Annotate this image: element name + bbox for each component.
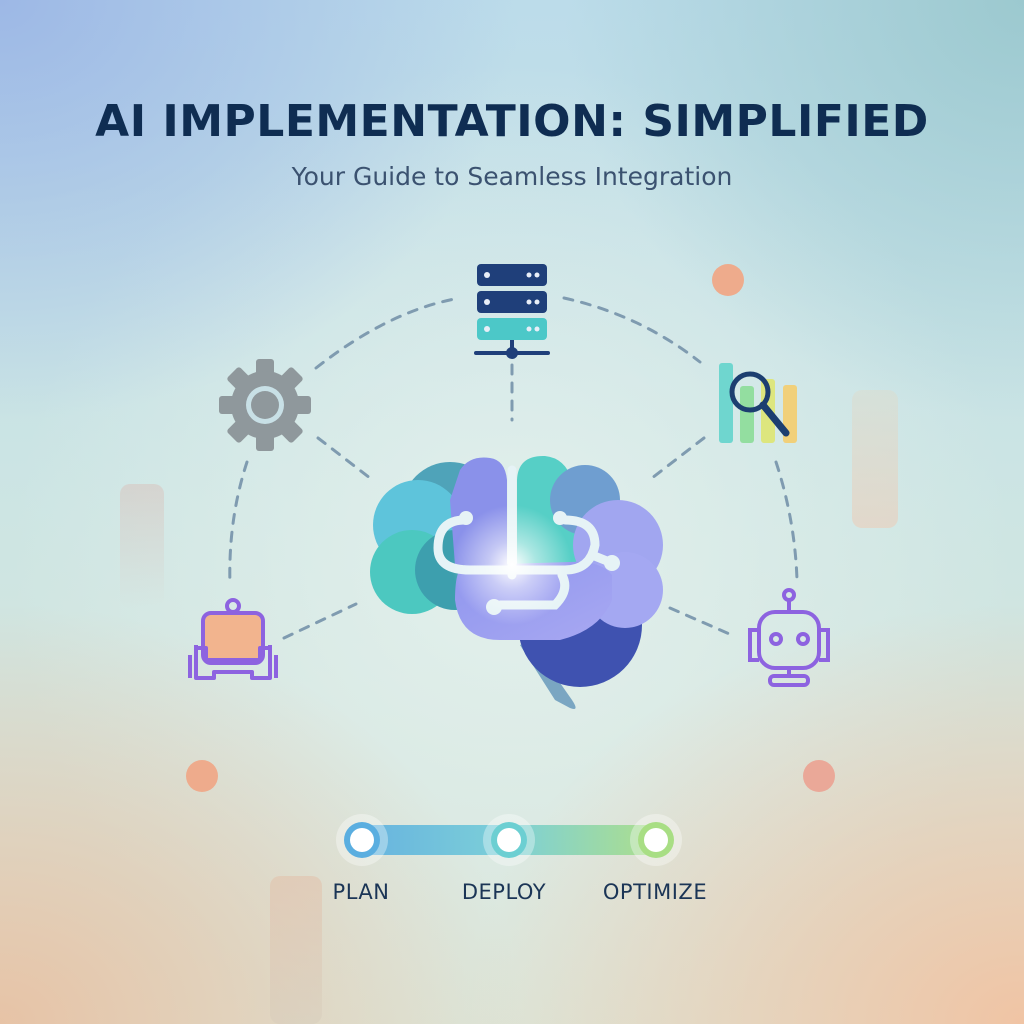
page-subtitle: Your Guide to Seamless Integration [291, 162, 733, 191]
gear-icon[interactable] [219, 359, 311, 451]
timeline-label-optimize: OPTIMIZE [602, 880, 708, 904]
decorative-dot [803, 760, 835, 792]
decorative-bar-bottom [270, 876, 322, 1024]
brain-circuit-icon[interactable] [370, 455, 663, 709]
decorative-bar-left [120, 484, 164, 608]
timeline-step-deploy[interactable] [483, 814, 535, 866]
timeline [336, 814, 682, 866]
timeline-step-optimize[interactable] [630, 814, 682, 866]
timeline-step-plan[interactable] [336, 814, 388, 866]
timeline-label-plan: PLAN [332, 880, 390, 904]
decorative-dot [186, 760, 218, 792]
page-title: AI IMPLEMENTATION: SIMPLIFIED [95, 96, 929, 147]
server-icon[interactable] [474, 264, 550, 359]
decorative-bar-right [852, 390, 898, 528]
timeline-label-deploy: DEPLOY [461, 880, 547, 904]
dashed-connectors [228, 296, 799, 640]
decorative-dot [712, 264, 744, 296]
robot-head-icon[interactable] [748, 588, 830, 687]
robot-device-icon[interactable] [188, 598, 278, 680]
chart-search-icon[interactable] [719, 363, 797, 443]
